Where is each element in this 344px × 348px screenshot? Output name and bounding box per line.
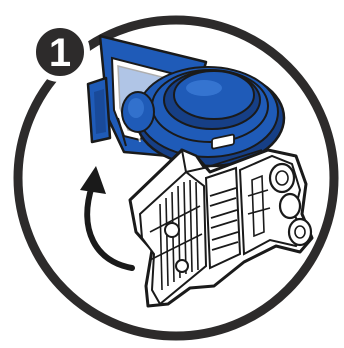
step-number-badge: 1	[30, 22, 90, 82]
clip-disc-top	[174, 71, 254, 119]
step-number: 1	[49, 33, 71, 73]
